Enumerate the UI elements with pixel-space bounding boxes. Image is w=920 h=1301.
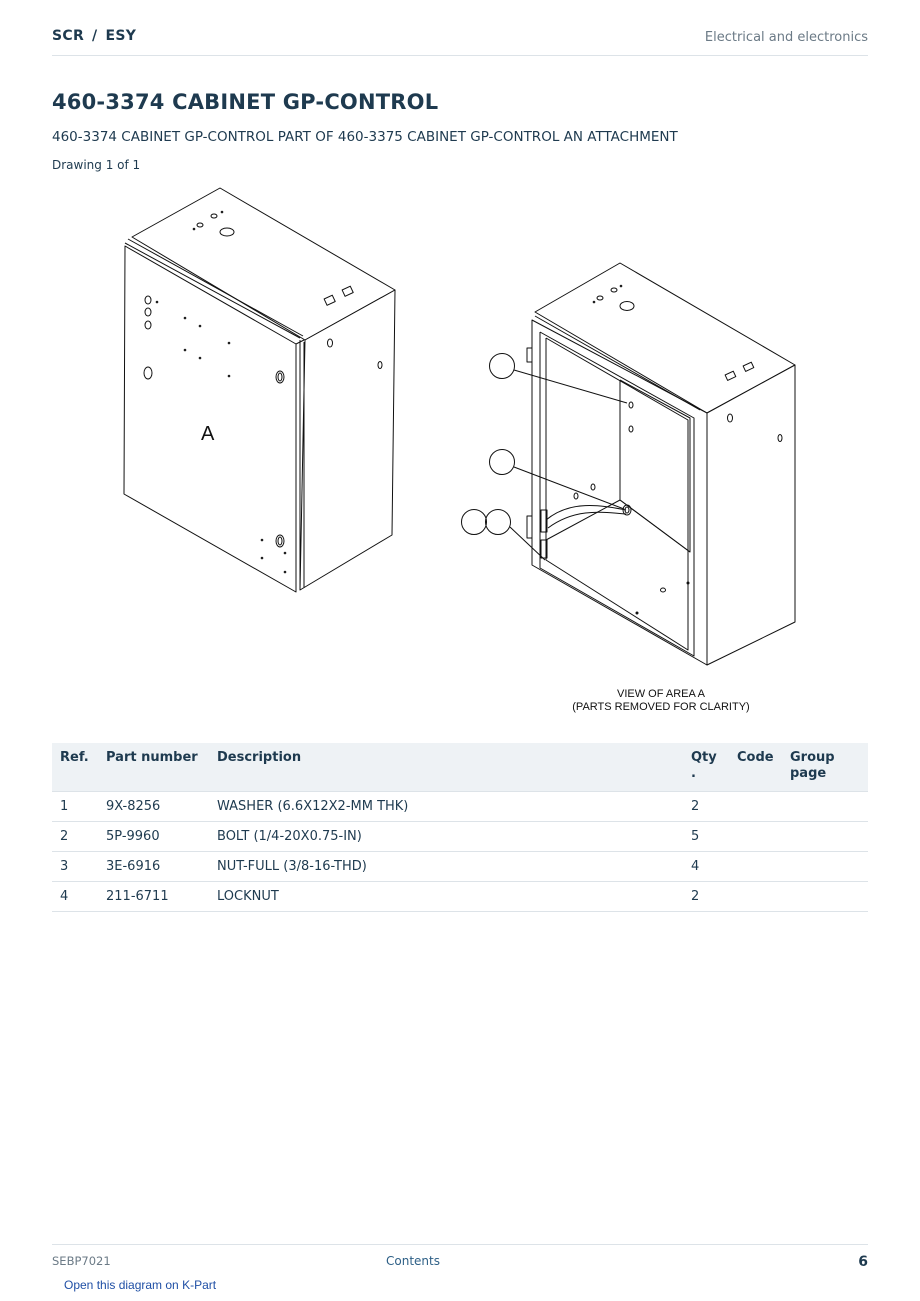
cell-description: BOLT (1/4-20X0.75-IN) bbox=[209, 821, 683, 852]
cell-qty: 2 bbox=[683, 791, 729, 822]
table-row: 1 9X-8256 WASHER (6.6X12X2-MM THK) 2 bbox=[52, 791, 868, 822]
page-header: SCR / ESY Electrical and electronics bbox=[52, 28, 868, 56]
cell-part-number[interactable]: 9X-8256 bbox=[98, 791, 209, 822]
cell-qty: 4 bbox=[683, 851, 729, 882]
callout-1[interactable] bbox=[489, 353, 515, 379]
page-number: 6 bbox=[858, 1254, 868, 1270]
section-name: Electrical and electronics bbox=[704, 30, 868, 45]
cell-code bbox=[729, 821, 782, 852]
cell-group-page bbox=[782, 821, 868, 852]
col-description: Description bbox=[209, 743, 683, 792]
col-code: Code bbox=[729, 743, 782, 792]
breadcrumb-separator: / bbox=[92, 28, 98, 44]
cell-part-number[interactable]: 3E-6916 bbox=[98, 851, 209, 882]
page-title: 460-3374 CABINET GP-CONTROL bbox=[52, 90, 439, 114]
cell-part-number[interactable]: 5P-9960 bbox=[98, 821, 209, 852]
cell-qty: 5 bbox=[683, 821, 729, 852]
col-group-page: Group page bbox=[782, 743, 868, 792]
callouts bbox=[461, 353, 628, 561]
cell-description: WASHER (6.6X12X2-MM THK) bbox=[209, 791, 683, 822]
cell-ref: 4 bbox=[52, 881, 98, 912]
cell-qty: 2 bbox=[683, 881, 729, 912]
col-part-number: Part number bbox=[98, 743, 209, 792]
table-row: 3 3E-6916 NUT-FULL (3/8-16-THD) 4 bbox=[52, 851, 868, 882]
drawing-count: Drawing 1 of 1 bbox=[52, 158, 141, 172]
table-row: 4 211-6711 LOCKNUT 2 bbox=[52, 881, 868, 912]
view-caption-line2: (PARTS REMOVED FOR CLARITY) bbox=[572, 701, 750, 713]
contents-link[interactable]: Contents bbox=[386, 1254, 440, 1268]
parts-table: Ref. Part number Description Qty . Code … bbox=[52, 743, 868, 912]
col-ref: Ref. bbox=[52, 743, 98, 792]
open-in-kpart-link[interactable]: Open this diagram on K-Part bbox=[64, 1278, 217, 1292]
closed-cabinet-drawing bbox=[123, 187, 396, 593]
cell-code bbox=[729, 851, 782, 882]
callout-2[interactable] bbox=[489, 449, 515, 475]
table-row: 2 5P-9960 BOLT (1/4-20X0.75-IN) 5 bbox=[52, 821, 868, 852]
cell-ref: 3 bbox=[52, 851, 98, 882]
cell-group-page bbox=[782, 791, 868, 822]
page-footer: SEBP7021 Contents 6 Open this diagram on… bbox=[52, 1244, 868, 1301]
table-header-row: Ref. Part number Description Qty . Code … bbox=[52, 743, 868, 792]
cell-description: LOCKNUT bbox=[209, 881, 683, 912]
area-label: A bbox=[201, 423, 215, 445]
cell-ref: 2 bbox=[52, 821, 98, 852]
cell-description: NUT-FULL (3/8-16-THD) bbox=[209, 851, 683, 882]
breadcrumb: SCR / ESY bbox=[52, 28, 136, 44]
cell-code bbox=[729, 791, 782, 822]
cell-part-number[interactable]: 211-6711 bbox=[98, 881, 209, 912]
cell-ref: 1 bbox=[52, 791, 98, 822]
open-cabinet-drawing bbox=[526, 262, 796, 666]
col-qty: Qty . bbox=[683, 743, 729, 792]
view-caption: VIEW OF AREA A (PARTS REMOVED FOR CLARIT… bbox=[540, 688, 782, 714]
callout-4[interactable] bbox=[485, 509, 511, 535]
callout-3[interactable] bbox=[461, 509, 487, 535]
breadcrumb-scr[interactable]: SCR bbox=[52, 28, 85, 44]
cell-group-page bbox=[782, 881, 868, 912]
view-caption-line1: VIEW OF AREA A bbox=[616, 688, 706, 700]
cell-code bbox=[729, 881, 782, 912]
breadcrumb-esy[interactable]: ESY bbox=[105, 28, 137, 44]
parts-diagram[interactable]: A bbox=[0, 180, 920, 725]
page-subtitle: 460-3374 CABINET GP-CONTROL PART OF 460-… bbox=[52, 129, 678, 145]
cell-group-page bbox=[782, 851, 868, 882]
document-id: SEBP7021 bbox=[52, 1254, 111, 1268]
